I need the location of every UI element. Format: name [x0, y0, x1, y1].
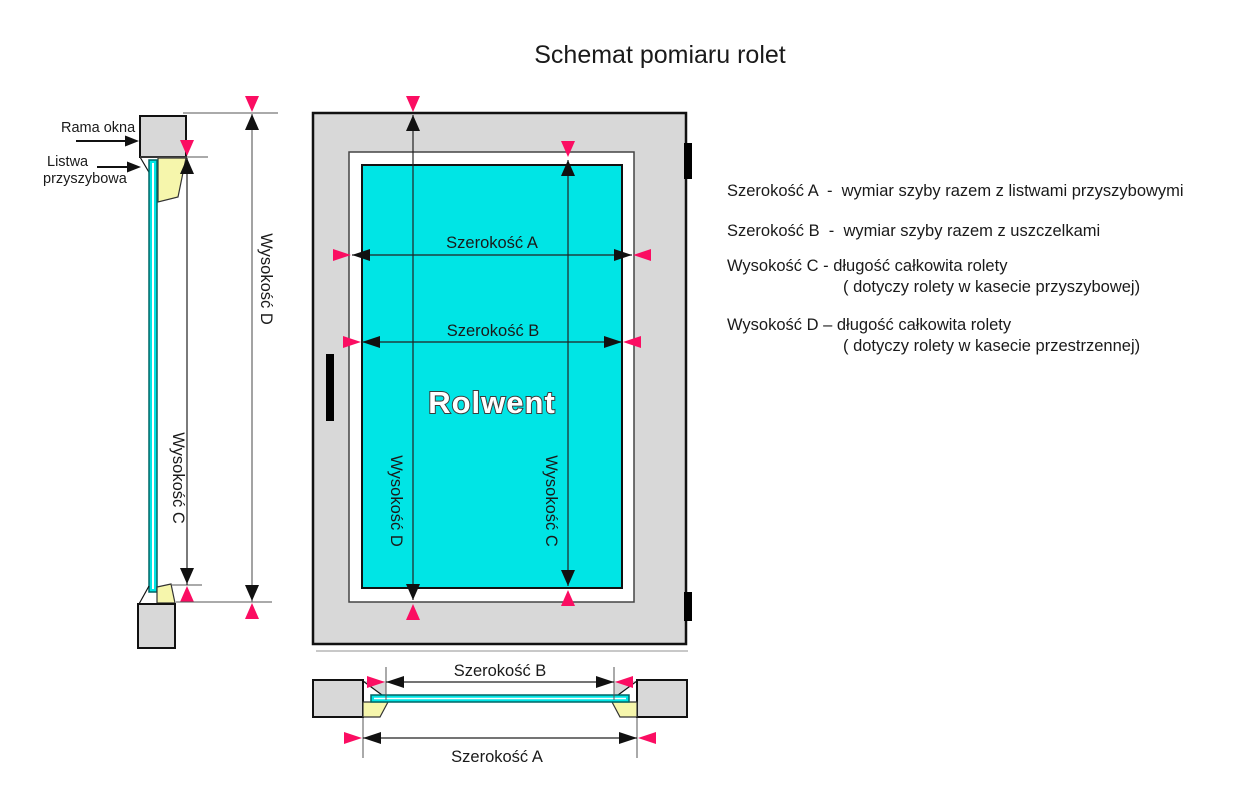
window-frame-right-block [636, 679, 688, 718]
measure-marker-icon [343, 336, 361, 348]
hinge-top [684, 143, 692, 179]
legend-item-c-line1: Wysokość C - długość całkowita rolety [727, 257, 1008, 275]
measure-marker-icon [561, 590, 575, 606]
legend: Szerokość A - wymiar szyby razem z listw… [727, 182, 1184, 355]
glazing-bead-right [611, 701, 638, 718]
bottom-dim-a-label: Szerokość A [451, 748, 543, 766]
dimension-arrow-icon [245, 114, 259, 130]
dimension-arrow-icon [561, 570, 575, 586]
measure-marker-icon [638, 732, 656, 744]
dimension-arrow-icon [180, 568, 194, 584]
glass-pane-front [361, 164, 623, 589]
legend-item-b: Szerokość B - wymiar szyby razem z uszcz… [727, 222, 1100, 240]
bead-callout-label-line1: Listwa [47, 154, 89, 170]
measure-marker-icon [367, 676, 385, 688]
dimension-arrow-icon [561, 160, 575, 176]
measure-marker-icon [344, 732, 362, 744]
brand-label: Rolwent [428, 385, 556, 420]
measure-marker-icon [406, 604, 420, 620]
dimension-arrow-icon [596, 676, 614, 688]
frame-chamfer-line [138, 585, 150, 605]
dimension-arrow-icon [406, 115, 420, 131]
side-section-view: Rama okna Listwa przyszybowa Wysokość C [43, 96, 278, 649]
front-dim-b-label: Szerokość B [447, 322, 540, 340]
dimension-arrow-icon [352, 249, 370, 261]
front-view: Rolwent Szerokość A Szerokość B Wysokość… [311, 96, 692, 652]
bottom-dim-b-label: Szerokość B [454, 662, 547, 680]
legend-item-c-line2: ( dotyczy rolety w kasecie przyszybowej) [843, 278, 1140, 296]
dimension-arrow-icon [406, 584, 420, 600]
measure-marker-icon [333, 249, 351, 261]
front-dim-d-label: Wysokość D [387, 455, 405, 547]
measure-marker-icon [406, 96, 420, 112]
bottom-section-view: Szerokość B Szerokość A [312, 662, 688, 766]
glazing-bead-bottom [156, 583, 176, 604]
glazing-bead-top [157, 157, 187, 203]
dimension-arrow-icon [245, 585, 259, 601]
legend-item-a: Szerokość A - wymiar szyby razem z listw… [727, 182, 1184, 200]
legend-item-d-line1: Wysokość D – długość całkowita rolety [727, 316, 1012, 334]
measure-marker-icon [245, 96, 259, 112]
measure-marker-icon [623, 336, 641, 348]
dimension-arrow-icon [614, 249, 632, 261]
arrow-right-icon [127, 161, 141, 173]
frame-callout-label: Rama okna [61, 120, 136, 136]
bead-callout-label-line2: przyszybowa [43, 171, 128, 187]
legend-item-d-line2: ( dotyczy rolety w kasecie przestrzennej… [843, 337, 1140, 355]
measure-marker-icon [615, 676, 633, 688]
window-frame-bottom-block [137, 603, 176, 649]
side-dim-d-label: Wysokość D [257, 233, 275, 325]
side-dim-c-label: Wysokość C [169, 432, 187, 524]
front-dim-a-label: Szerokość A [446, 234, 538, 252]
measure-marker-icon [633, 249, 651, 261]
dimension-arrow-icon [363, 732, 381, 744]
window-frame-top-block [139, 115, 187, 158]
measure-marker-icon [245, 603, 259, 619]
dimension-arrow-icon [362, 336, 380, 348]
window-frame-left-block [312, 679, 364, 718]
measure-marker-icon [180, 586, 194, 602]
dimension-arrow-icon [386, 676, 404, 688]
dimension-arrow-icon [619, 732, 637, 744]
arrow-right-icon [125, 135, 139, 147]
dimension-arrow-icon [180, 158, 194, 174]
measure-marker-icon [180, 140, 194, 156]
glazing-bead-left [362, 701, 389, 718]
front-dim-c-label: Wysokość C [542, 455, 560, 547]
hinge-bottom [684, 592, 692, 621]
dimension-arrow-icon [604, 336, 622, 348]
page-title: Schemat pomiaru rolet [534, 41, 786, 69]
measure-marker-icon [561, 141, 575, 157]
window-handle [326, 354, 334, 421]
